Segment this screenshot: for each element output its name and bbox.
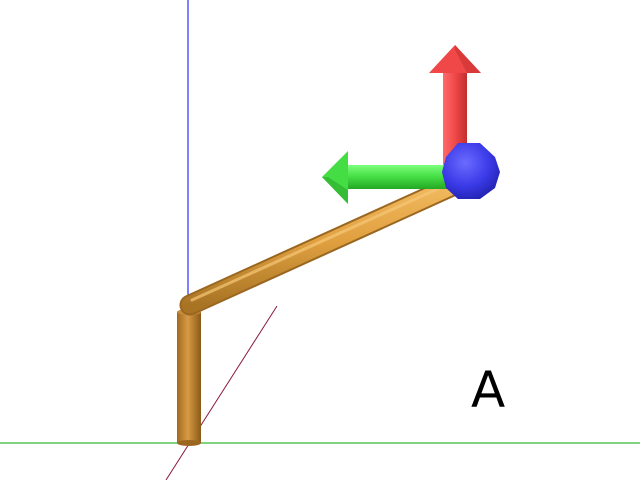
z-axis-line [165, 305, 278, 480]
arm-upper-link[interactable] [179, 167, 481, 316]
gizmo-left-arrow[interactable] [322, 151, 448, 204]
view-label: A [471, 361, 506, 419]
end-effector-joint[interactable] [442, 143, 500, 199]
arm-base-link[interactable] [177, 309, 201, 446]
